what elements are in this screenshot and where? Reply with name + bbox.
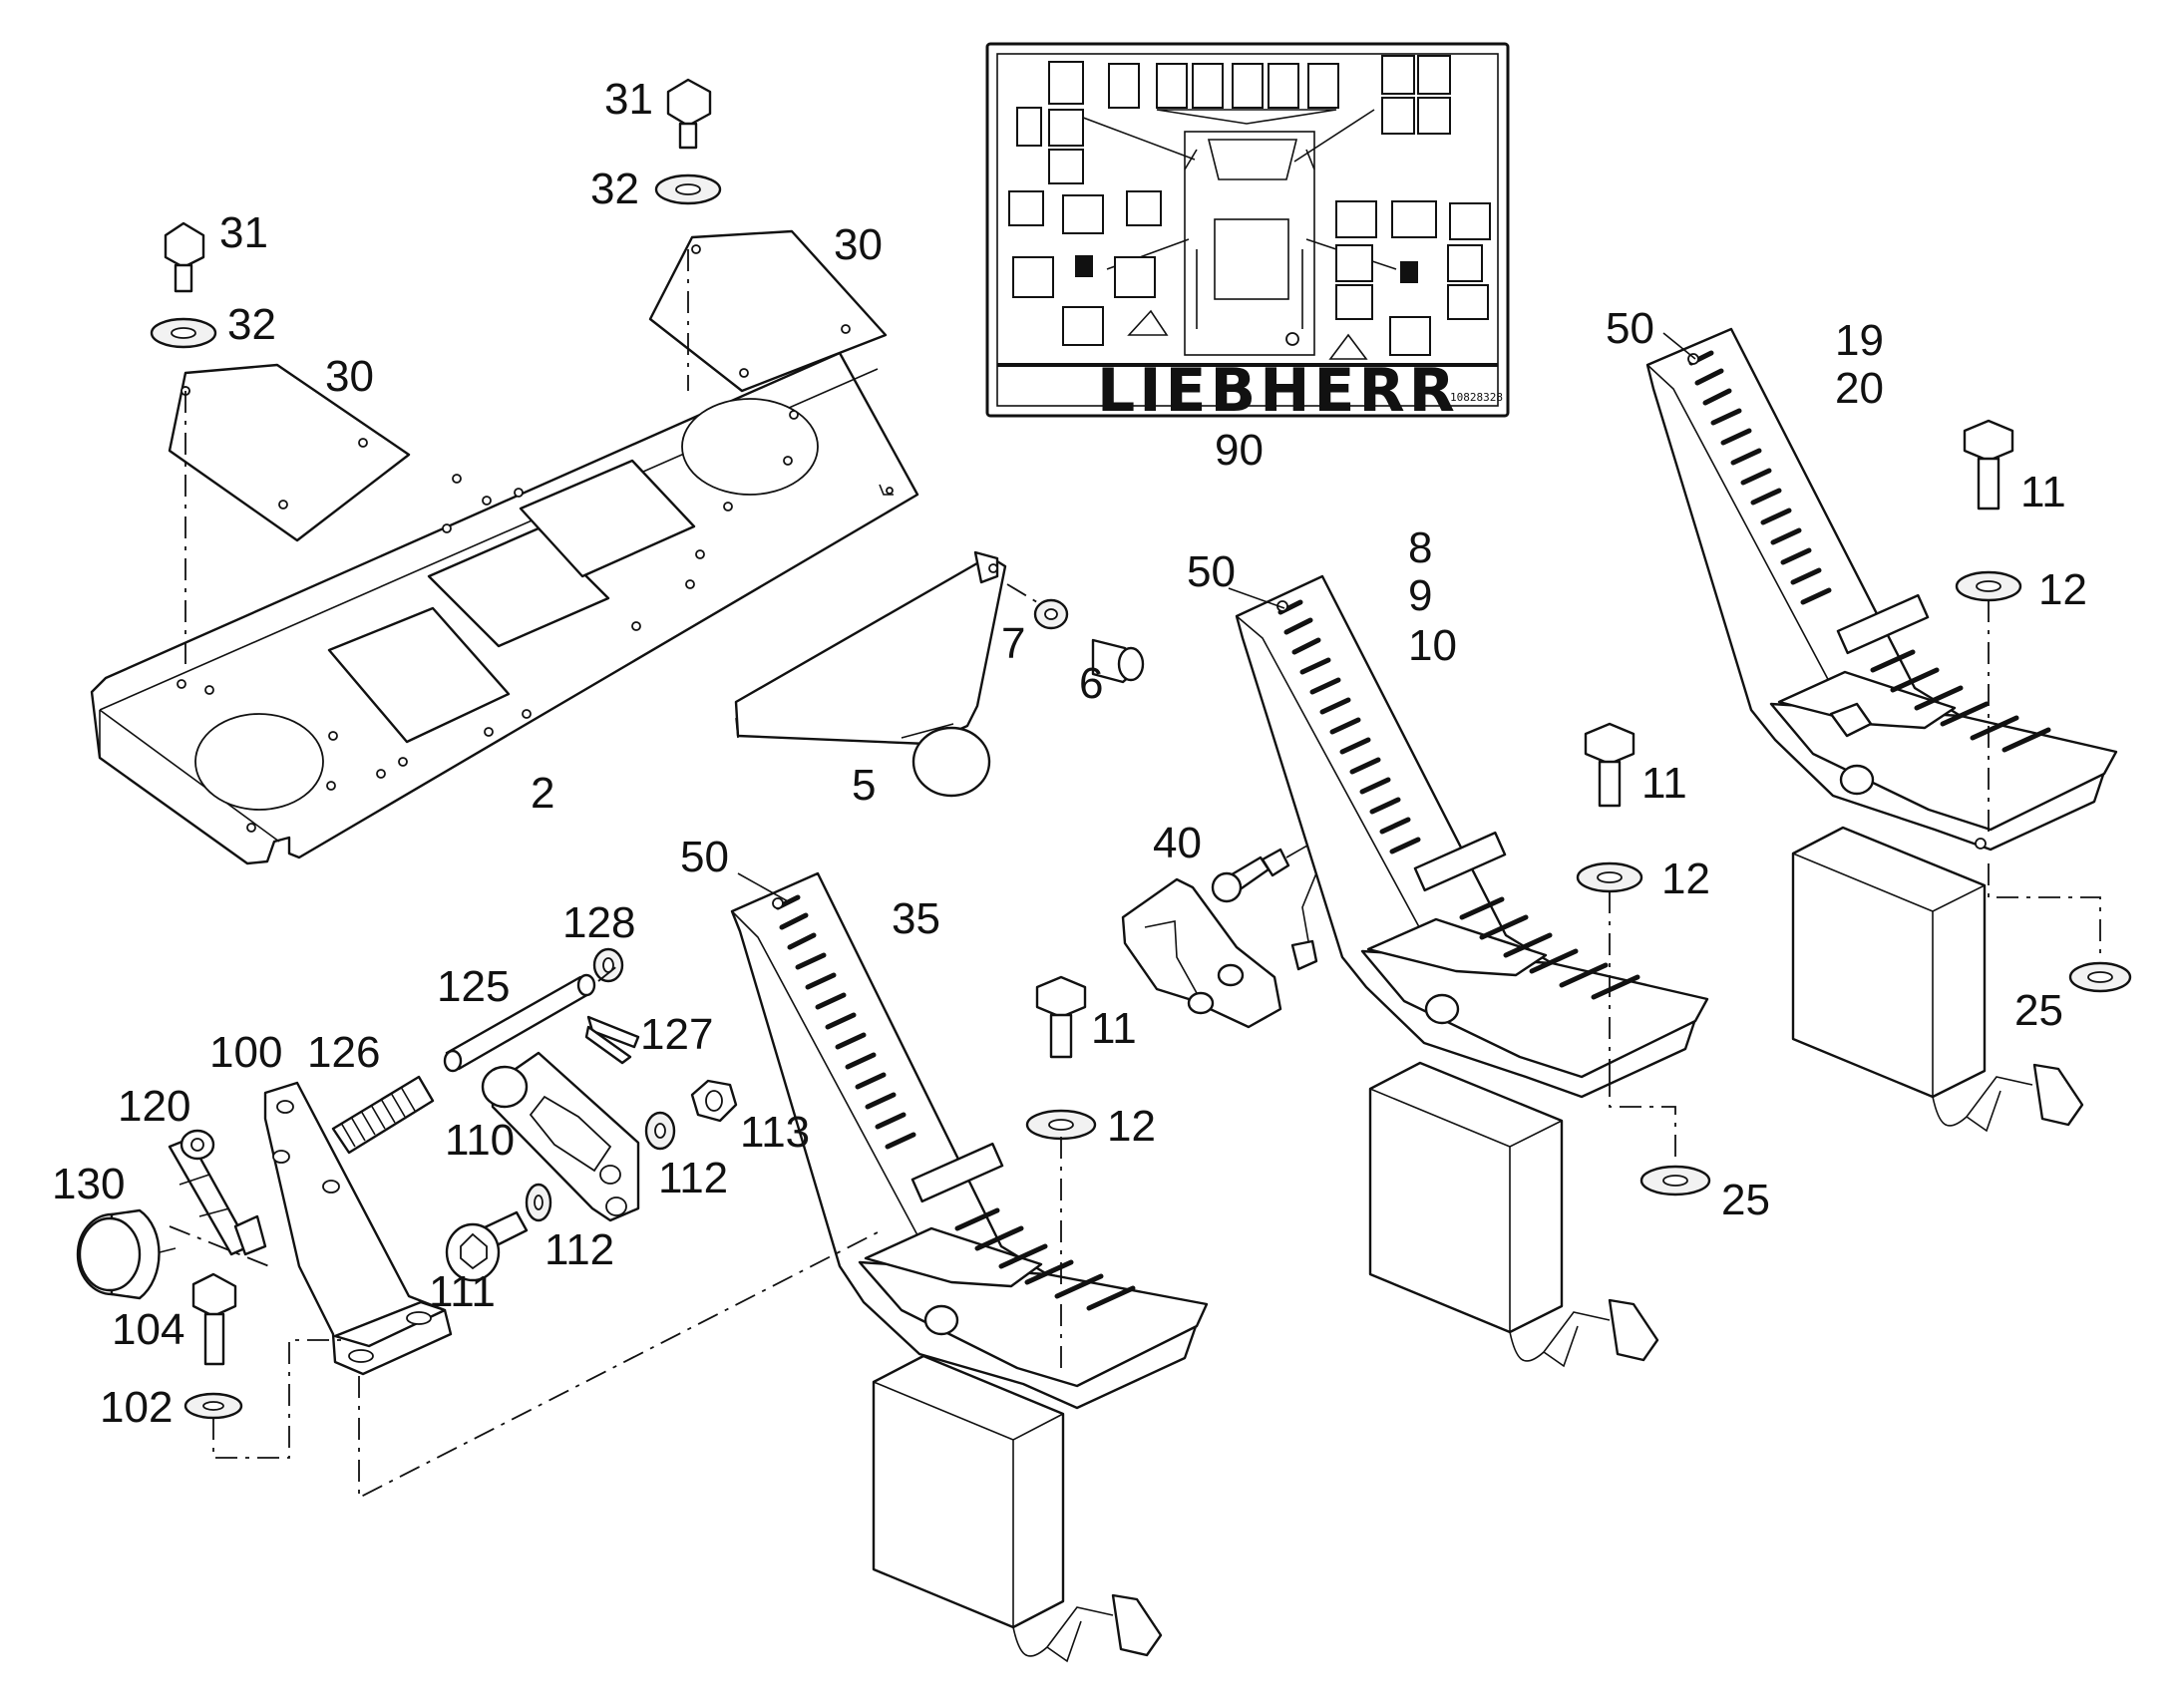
link-120 (168, 1129, 267, 1256)
washer-128 (592, 947, 624, 983)
label-11: 11 (1641, 759, 1687, 808)
label-19: 19 (1835, 316, 1884, 365)
bolt-31-left (150, 221, 217, 349)
label-8: 8 (1408, 523, 1432, 572)
bolt-11-washer-12-a (1025, 975, 1097, 1141)
label-11: 11 (1091, 1004, 1137, 1053)
label-110: 110 (445, 1116, 515, 1165)
screw-6-washer-7 (1033, 598, 1145, 684)
label-125: 125 (437, 962, 510, 1011)
label-100: 100 (209, 1028, 282, 1077)
pedal-8-9-10 (1235, 574, 1709, 1099)
nut-113 (690, 1079, 738, 1123)
label-35: 35 (892, 894, 940, 943)
cover-plate-left (168, 363, 411, 542)
label-104: 104 (112, 1305, 184, 1354)
decal-code-text: 10828328 (1450, 391, 1503, 404)
bracket-100 (263, 1081, 453, 1376)
label-11: 11 (2020, 468, 2066, 516)
label-6: 6 (1079, 659, 1103, 708)
sensor-box-8 (1368, 1061, 1659, 1368)
label-31: 31 (219, 208, 268, 257)
decal-brand-text: LIEBHERR (1097, 356, 1459, 426)
pedal-8-ridges (1277, 599, 1640, 1000)
label-50: 50 (1606, 304, 1654, 353)
part-number-labels: 90 31 32 30 31 32 30 2 5 6 7 50 35 40 11… (52, 75, 2087, 1432)
pedal-19-ridges (1688, 350, 2051, 753)
label-130: 130 (52, 1160, 125, 1208)
base-plate (90, 351, 919, 865)
sensor-40 (1121, 843, 1325, 1029)
knob-130 (76, 1208, 177, 1300)
label-12: 12 (1107, 1102, 1156, 1151)
label-30: 30 (325, 352, 374, 401)
label-113: 113 (740, 1108, 810, 1157)
label-12: 12 (2038, 565, 2087, 614)
label-5: 5 (852, 761, 876, 810)
pedal-35 (730, 871, 1209, 1410)
label-112: 112 (658, 1154, 728, 1202)
lever-110 (481, 1051, 640, 1222)
label-2: 2 (531, 769, 554, 818)
decal-icons-right (1335, 55, 1491, 356)
decal-icons-top (1108, 63, 1339, 125)
bolt-104-washer-102 (183, 1272, 243, 1420)
bolt-31-right (654, 78, 722, 205)
label-112: 112 (545, 1225, 614, 1274)
label-25: 25 (2014, 986, 2063, 1035)
label-31: 31 (604, 75, 653, 124)
cover-plate-right (648, 229, 888, 393)
bolt-11-washer-12-c (1955, 419, 2132, 993)
sensor-box-19 (1791, 826, 2084, 1133)
label-127: 127 (640, 1010, 713, 1059)
pin-125 (443, 973, 596, 1073)
label-128: 128 (562, 898, 635, 947)
pedal-19-20 (1645, 327, 2118, 852)
label-20: 20 (1835, 364, 1884, 413)
label-10: 10 (1408, 621, 1457, 670)
washer-112-b (644, 1111, 676, 1151)
clip-127 (584, 1015, 640, 1065)
pedal-35-ridges (775, 894, 1136, 1311)
label-32: 32 (590, 165, 639, 213)
label-7: 7 (1001, 619, 1025, 668)
label-50: 50 (1187, 547, 1236, 596)
decal-plate: LIEBHERR 10828328 (985, 42, 1510, 426)
label-30: 30 (834, 220, 883, 269)
label-111: 111 (429, 1267, 496, 1316)
label-50: 50 (680, 833, 729, 881)
sensor-box-35 (872, 1354, 1163, 1663)
label-12: 12 (1661, 854, 1710, 903)
label-90: 90 (1215, 426, 1264, 475)
label-102: 102 (100, 1383, 173, 1432)
screw-111 (445, 1210, 529, 1282)
label-25: 25 (1721, 1176, 1770, 1224)
label-9: 9 (1408, 571, 1432, 620)
label-40: 40 (1153, 819, 1202, 867)
decal-icons-left (1008, 61, 1162, 346)
label-126: 126 (307, 1028, 380, 1077)
label-32: 32 (227, 300, 276, 349)
spring-126 (331, 1075, 435, 1155)
washer-112-a (525, 1183, 552, 1222)
footrest-bracket (734, 550, 1007, 798)
label-120: 120 (118, 1082, 190, 1131)
